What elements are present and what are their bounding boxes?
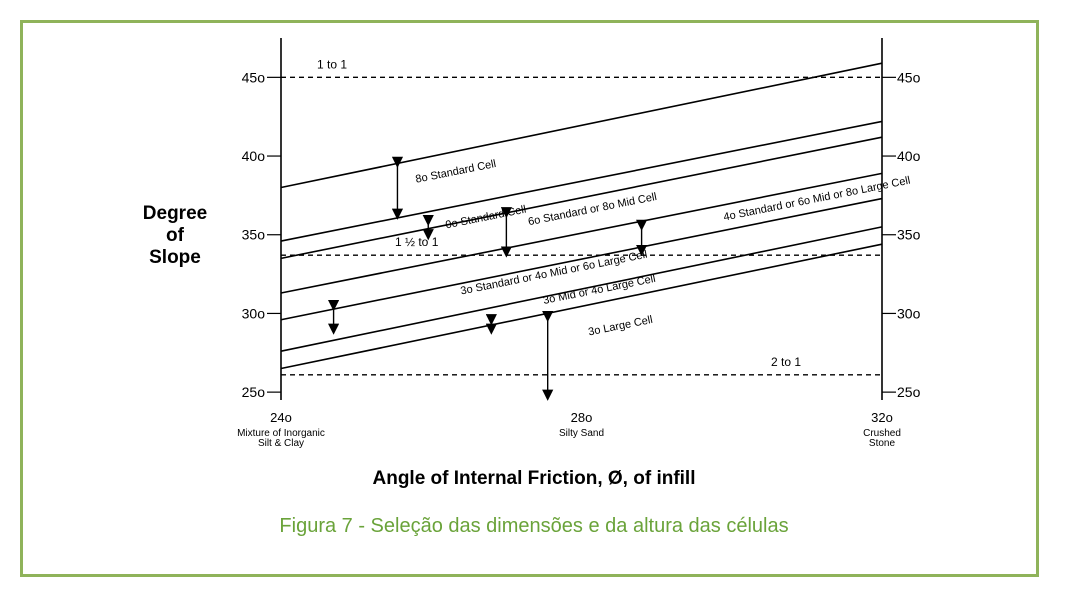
x-tick-sublabel-0-0: Mixture of Inorganic <box>237 428 325 439</box>
y-tick-label-right-4: 45o <box>897 69 921 85</box>
x-tick-sublabel-1-0: Silty Sand <box>559 428 604 439</box>
x-tick-sublabel-2-0: Crushed <box>863 428 901 439</box>
reference-line-label-0: 1 to 1 <box>317 57 347 71</box>
y-tick-label-left-1: 30o <box>242 305 266 321</box>
y-axis-title-line-3: Slope <box>149 247 201 268</box>
x-tick-label-2: 32o <box>871 410 893 425</box>
y-tick-label-right-1: 30o <box>897 305 921 321</box>
boundary-line-0 <box>280 62 883 189</box>
boundary-line-2 <box>280 136 883 260</box>
y-axis-title-line-2: of <box>166 225 184 246</box>
figure-frame <box>20 20 1039 577</box>
reference-line-label-2: 2 to 1 <box>771 355 801 369</box>
region-label-1: 0o Standard Cell <box>445 204 528 232</box>
y-tick-label-left-4: 45o <box>242 69 266 85</box>
y-axis-title: Degree of Slope <box>130 203 220 269</box>
y-axis-title-line-1: Degree <box>142 203 208 224</box>
x-tick-sublabel-2-1: Stone <box>869 438 896 449</box>
figure-caption: Figura 7 - Seleção das dimensões e da al… <box>279 515 789 537</box>
boundary-line-4 <box>280 197 883 321</box>
boundary-line-3 <box>280 172 883 294</box>
x-tick-sublabel-0-1: Silt & Clay <box>258 438 304 449</box>
y-tick-label-right-3: 40o <box>897 148 921 164</box>
y-tick-label-left-0: 25o <box>242 384 266 400</box>
region-label-0: 8o Standard Cell <box>414 158 497 186</box>
boundary-line-1 <box>280 120 883 242</box>
y-tick-label-right-0: 25o <box>897 384 921 400</box>
x-axis-title: Angle of Internal Friction, Ø, of infill <box>372 468 696 489</box>
y-tick-label-left-2: 35o <box>242 227 266 243</box>
y-tick-label-left-3: 40o <box>242 148 266 164</box>
x-tick-label-1: 28o <box>571 410 593 425</box>
region-label-6: 3o Large Cell <box>587 314 654 339</box>
reference-line-label-1: 1 ½ to 1 <box>395 235 439 249</box>
x-tick-label-0: 24o <box>270 410 292 425</box>
boundary-line-5 <box>280 226 883 352</box>
y-tick-label-right-2: 35o <box>897 227 921 243</box>
boundary-line-6 <box>280 243 883 370</box>
